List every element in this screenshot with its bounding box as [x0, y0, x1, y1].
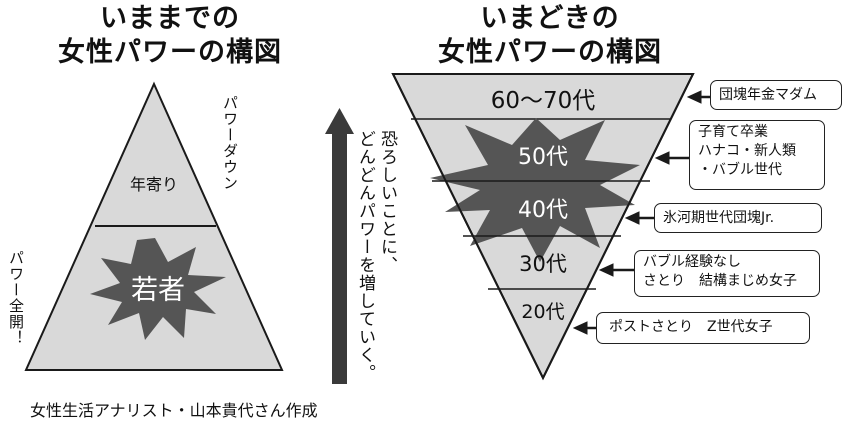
callout-line: 団塊年金マダム — [719, 87, 817, 103]
callout-arrows — [572, 90, 710, 335]
arrow-caption: 恐ろしいことに、 どんどんパワーを増していく。 — [354, 130, 398, 382]
left-title-line2: 女性パワーの構図 — [58, 37, 282, 68]
level-20: 20代 — [521, 301, 564, 323]
power-increase-arrow — [325, 108, 354, 384]
arrow-pointer-1 — [686, 90, 702, 104]
power-down-label: パワーダウン — [221, 95, 239, 191]
arrow-caption-line1: 恐ろしいことに、 — [377, 130, 397, 274]
callout-30: バブル経験なし さとり 結構まじめ女子 — [634, 250, 820, 297]
young-burst-shape — [90, 238, 226, 340]
right-diagram-title: いまどきの 女性パワーの構図 — [385, 2, 715, 70]
inverted-triangle-outline — [391, 73, 695, 381]
arrow-pointer-5 — [572, 321, 588, 335]
callout-line: ・バブル世代 — [698, 162, 782, 178]
level-50: 50代 — [518, 145, 568, 170]
center-burst-shape — [430, 118, 640, 262]
arrow-shaft — [332, 132, 347, 384]
callout-line: さとり 結構まじめ女子 — [643, 273, 797, 289]
right-title-line1: いまどきの — [480, 3, 620, 34]
arrow-caption-line2: どんどんパワーを増していく。 — [355, 130, 375, 382]
callout-line: ポストさとり Z世代女子 — [609, 319, 773, 335]
arrow-head — [325, 108, 354, 134]
callout-40: 氷河期世代団塊Jr. — [654, 203, 822, 233]
callout-line: ハナコ・新人類 — [698, 143, 796, 159]
young-label: 若者 — [131, 275, 185, 306]
level-40: 40代 — [518, 198, 568, 223]
callout-line: 子育て卒業 — [698, 124, 768, 140]
level-30: 30代 — [519, 252, 567, 276]
arrow-pointer-3 — [624, 211, 640, 225]
callout-line: バブル経験なし — [643, 254, 741, 270]
arrow-pointer-4 — [598, 263, 614, 277]
left-pyramid: 年寄り 若者 — [24, 81, 284, 371]
right-inverted-pyramid: 60〜70代 50代 40代 30代 20代 — [391, 73, 695, 381]
callout-50: 子育て卒業 ハナコ・新人類 ・バブル世代 — [689, 120, 825, 190]
left-title-line1: いままでの — [100, 3, 240, 34]
left-diagram-title: いままでの 女性パワーの構図 — [20, 2, 320, 70]
right-title-line2: 女性パワーの構図 — [438, 37, 662, 68]
callout-20: ポストさとり Z世代女子 — [596, 312, 810, 344]
power-full-label: パワー全開！ — [7, 250, 25, 346]
level-60-70: 60〜70代 — [491, 88, 596, 114]
callout-line: 氷河期世代団塊Jr. — [663, 210, 775, 226]
elderly-label: 年寄り — [130, 175, 178, 194]
source-credit: 女性生活アナリスト・山本貴代さん作成 — [30, 401, 318, 420]
arrow-pointer-2 — [654, 151, 670, 165]
callout-60-70: 団塊年金マダム — [710, 80, 842, 110]
